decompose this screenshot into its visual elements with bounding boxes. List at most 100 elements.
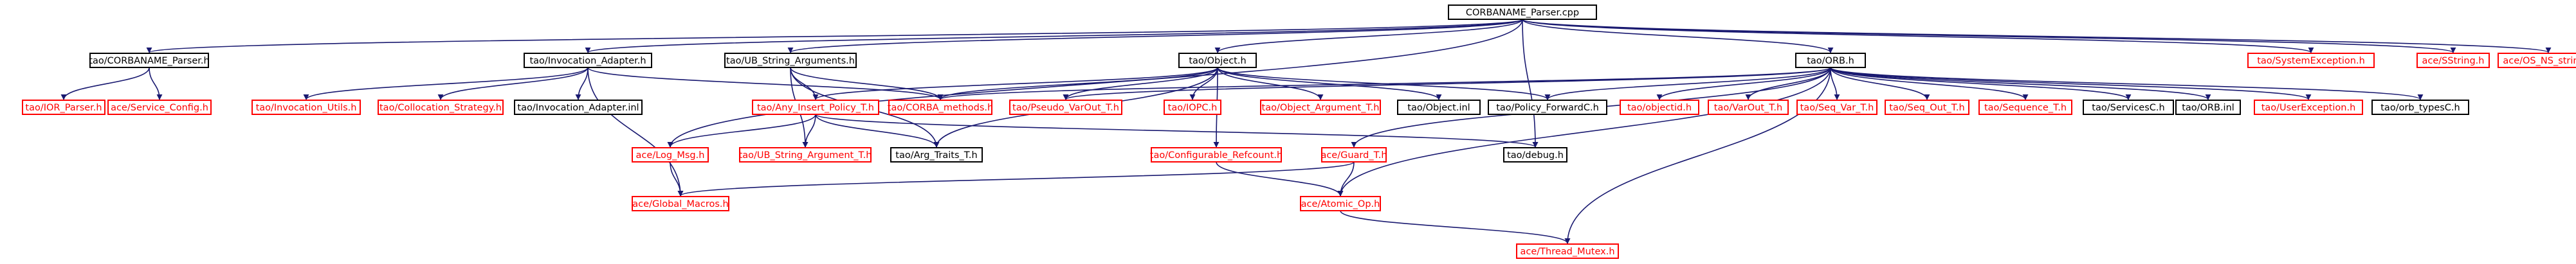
node-tao-invocation-utils-h[interactable]: tao/Invocation_Utils.h (251, 100, 361, 115)
node-box[interactable] (752, 100, 879, 115)
edge-root-to-n_cparser_h (147, 19, 1523, 53)
node-box[interactable] (1488, 100, 1607, 115)
node-box[interactable] (514, 100, 643, 115)
node-ace-os-ns-string-h[interactable]: ace/OS_NS_string.h (2498, 53, 2576, 68)
node-box[interactable] (724, 53, 857, 68)
node-box[interactable] (2498, 53, 2576, 68)
node-tao-arg-traits-t-h[interactable]: tao/Arg_Traits_T.h (890, 147, 983, 163)
node-box[interactable] (2416, 53, 2490, 68)
node-box[interactable] (1516, 243, 1619, 259)
node-box[interactable] (739, 147, 872, 163)
node-box[interactable] (2247, 53, 2375, 68)
node-tao-orb-typesc-h[interactable]: tao/orb_typesC.h (2371, 100, 2469, 115)
node-box[interactable] (22, 100, 105, 115)
node-tao-corbaname-parser-h[interactable]: tao/CORBANAME_Parser.h (89, 53, 210, 68)
node-label: tao/Any_Insert_Policy_T.h (757, 103, 874, 113)
node-box[interactable] (2254, 100, 2363, 115)
node-box[interactable] (1978, 100, 2072, 115)
node-label: ace/Guard_T.h (1320, 150, 1387, 161)
edge-root-to-n_sysexc_h (1522, 19, 2314, 53)
node-tao-ior-parser-h[interactable]: tao/IOR_Parser.h (22, 100, 105, 115)
node-box[interactable] (1260, 100, 1381, 115)
node-tao-sequence-t-h[interactable]: tao/Sequence_T.h (1978, 100, 2072, 115)
node-box[interactable] (1448, 4, 1597, 20)
node-tao-ub-string-argument-t-h[interactable]: tao/UB_String_Argument_T.h (739, 147, 872, 163)
edge-n_ubstrargs_h-to-n_corbameth_h (790, 67, 944, 100)
edges-layer (60, 19, 2551, 244)
node-box[interactable] (1321, 147, 1387, 163)
node-box[interactable] (89, 53, 209, 68)
node-tao-varout-t-h[interactable]: tao/VarOut_T.h (1708, 100, 1789, 115)
nodes-layer: CORBANAME_Parser.cpp tao/CORBANAME_Parser… (22, 4, 2576, 259)
node-ace-guard-t-h[interactable]: ace/Guard_T.h (1320, 147, 1387, 163)
edge-n_invadapt_h-to-n_colloc_h (437, 67, 589, 100)
node-tao-corba-methods-h[interactable]: tao/CORBA_methods.h (888, 100, 993, 115)
node-box[interactable] (890, 147, 983, 163)
node-tao-seq-var-t-h[interactable]: tao/Seq_Var_T.h (1796, 100, 1877, 115)
node-tao-invocation-adapter-inl[interactable]: tao/Invocation_Adapter.inl (514, 100, 643, 115)
node-tao-iopc-h[interactable]: tao/IOPC.h (1164, 100, 1221, 115)
edge-root-to-n_sstring_h (1522, 19, 2456, 53)
node-box[interactable] (107, 100, 212, 115)
node-ace-global-macros-h[interactable]: ace/Global_Macros.h (632, 196, 729, 211)
node-box[interactable] (1300, 196, 1381, 211)
node-box[interactable] (1009, 100, 1122, 115)
node-box[interactable] (1885, 100, 1969, 115)
node-tao-any-insert-policy-t-h[interactable]: tao/Any_Insert_Policy_T.h (752, 100, 879, 115)
node-tao-orb-inl[interactable]: tao/ORB.inl (2175, 100, 2241, 115)
node-label: ace/Thread_Mutex.h (1520, 247, 1614, 257)
node-ace-log-msg-h[interactable]: ace/Log_Msg.h (632, 147, 709, 163)
node-tao-pseudo-varout-t-h[interactable]: tao/Pseudo_VarOut_T.h (1009, 100, 1122, 115)
node-box[interactable] (1708, 100, 1789, 115)
node-box[interactable] (2371, 100, 2469, 115)
node-box[interactable] (632, 147, 709, 163)
edge-n_invadapt_h-to-n_invutils_h (303, 67, 589, 100)
node-box[interactable] (632, 196, 729, 211)
node-tao-invocation-adapter-h[interactable]: tao/Invocation_Adapter.h (524, 53, 652, 68)
node-tao-ub-string-arguments-h[interactable]: tao/UB_String_Arguments.h (724, 53, 857, 68)
node-box[interactable] (2175, 100, 2241, 115)
node-tao-policy-forwardc-h[interactable]: tao/Policy_ForwardC.h (1488, 100, 1607, 115)
node-box[interactable] (524, 53, 652, 68)
node-tao-objectid-h[interactable]: tao/objectid.h (1620, 100, 1699, 115)
node-tao-systemexception-h[interactable]: tao/SystemException.h (2247, 53, 2375, 68)
node-tao-servicesc-h[interactable]: tao/ServicesC.h (2083, 100, 2174, 115)
node-tao-configurable-refcount-h[interactable]: tao/Configurable_Refcount.h (1150, 147, 1283, 163)
node-box[interactable] (1795, 53, 1866, 68)
node-tao-userexception-h[interactable]: tao/UserException.h (2254, 100, 2363, 115)
node-tao-debug-h[interactable]: tao/debug.h (1503, 147, 1567, 163)
node-label: ace/Atomic_Op.h (1301, 199, 1380, 209)
edge-n_orb_h-to-n_servicesc_h (1830, 67, 2132, 100)
node-box[interactable] (1620, 100, 1699, 115)
node-ace-sstring-h[interactable]: ace/SString.h (2416, 53, 2490, 68)
node-ace-service-config-h[interactable]: ace/Service_Config.h (107, 100, 212, 115)
node-tao-object-inl[interactable]: tao/Object.inl (1397, 100, 1481, 115)
node-box[interactable] (1164, 100, 1221, 115)
node-box[interactable] (1397, 100, 1481, 115)
node-box[interactable] (1503, 147, 1567, 163)
edge-root-to-n_logmsg_h (667, 19, 1523, 148)
node-box[interactable] (1796, 100, 1877, 115)
node-box[interactable] (1151, 147, 1282, 163)
node-ace-thread-mutex-h[interactable]: ace/Thread_Mutex.h (1516, 243, 1619, 259)
node-tao-object-argument-t-h[interactable]: tao/Object_Argument_T.h (1260, 100, 1381, 115)
node-box[interactable] (378, 100, 504, 115)
node-tao-orb-h[interactable]: tao/ORB.h (1795, 53, 1866, 68)
edge-n_guard_h-to-n_globalmacros_h (677, 161, 1355, 197)
node-tao-collocation-strategy-h[interactable]: tao/Collocation_Strategy.h (378, 100, 504, 115)
node-box[interactable] (1178, 53, 1257, 68)
node-box[interactable] (888, 100, 992, 115)
node-ace-atomic-op-h[interactable]: ace/Atomic_Op.h (1300, 196, 1381, 211)
node-tao-object-h[interactable]: tao/Object.h (1178, 53, 1257, 68)
node-corbaname-parser-cpp[interactable]: CORBANAME_Parser.cpp (1448, 4, 1597, 20)
edge-root-to-n_orb_h (1522, 19, 1834, 53)
node-label: tao/Object.inl (1407, 103, 1470, 113)
node-label: tao/ServicesC.h (2092, 103, 2164, 113)
node-box[interactable] (2083, 100, 2174, 115)
edge-n_cparser_h-to-n_iorparser_h (60, 67, 150, 100)
node-box[interactable] (251, 100, 361, 115)
node-tao-seq-out-t-h[interactable]: tao/Seq_Out_T.h (1885, 100, 1969, 115)
edge-n_orb_h-to-n_seqout_h (1830, 67, 1930, 100)
node-label: tao/Invocation_Utils.h (256, 103, 357, 113)
